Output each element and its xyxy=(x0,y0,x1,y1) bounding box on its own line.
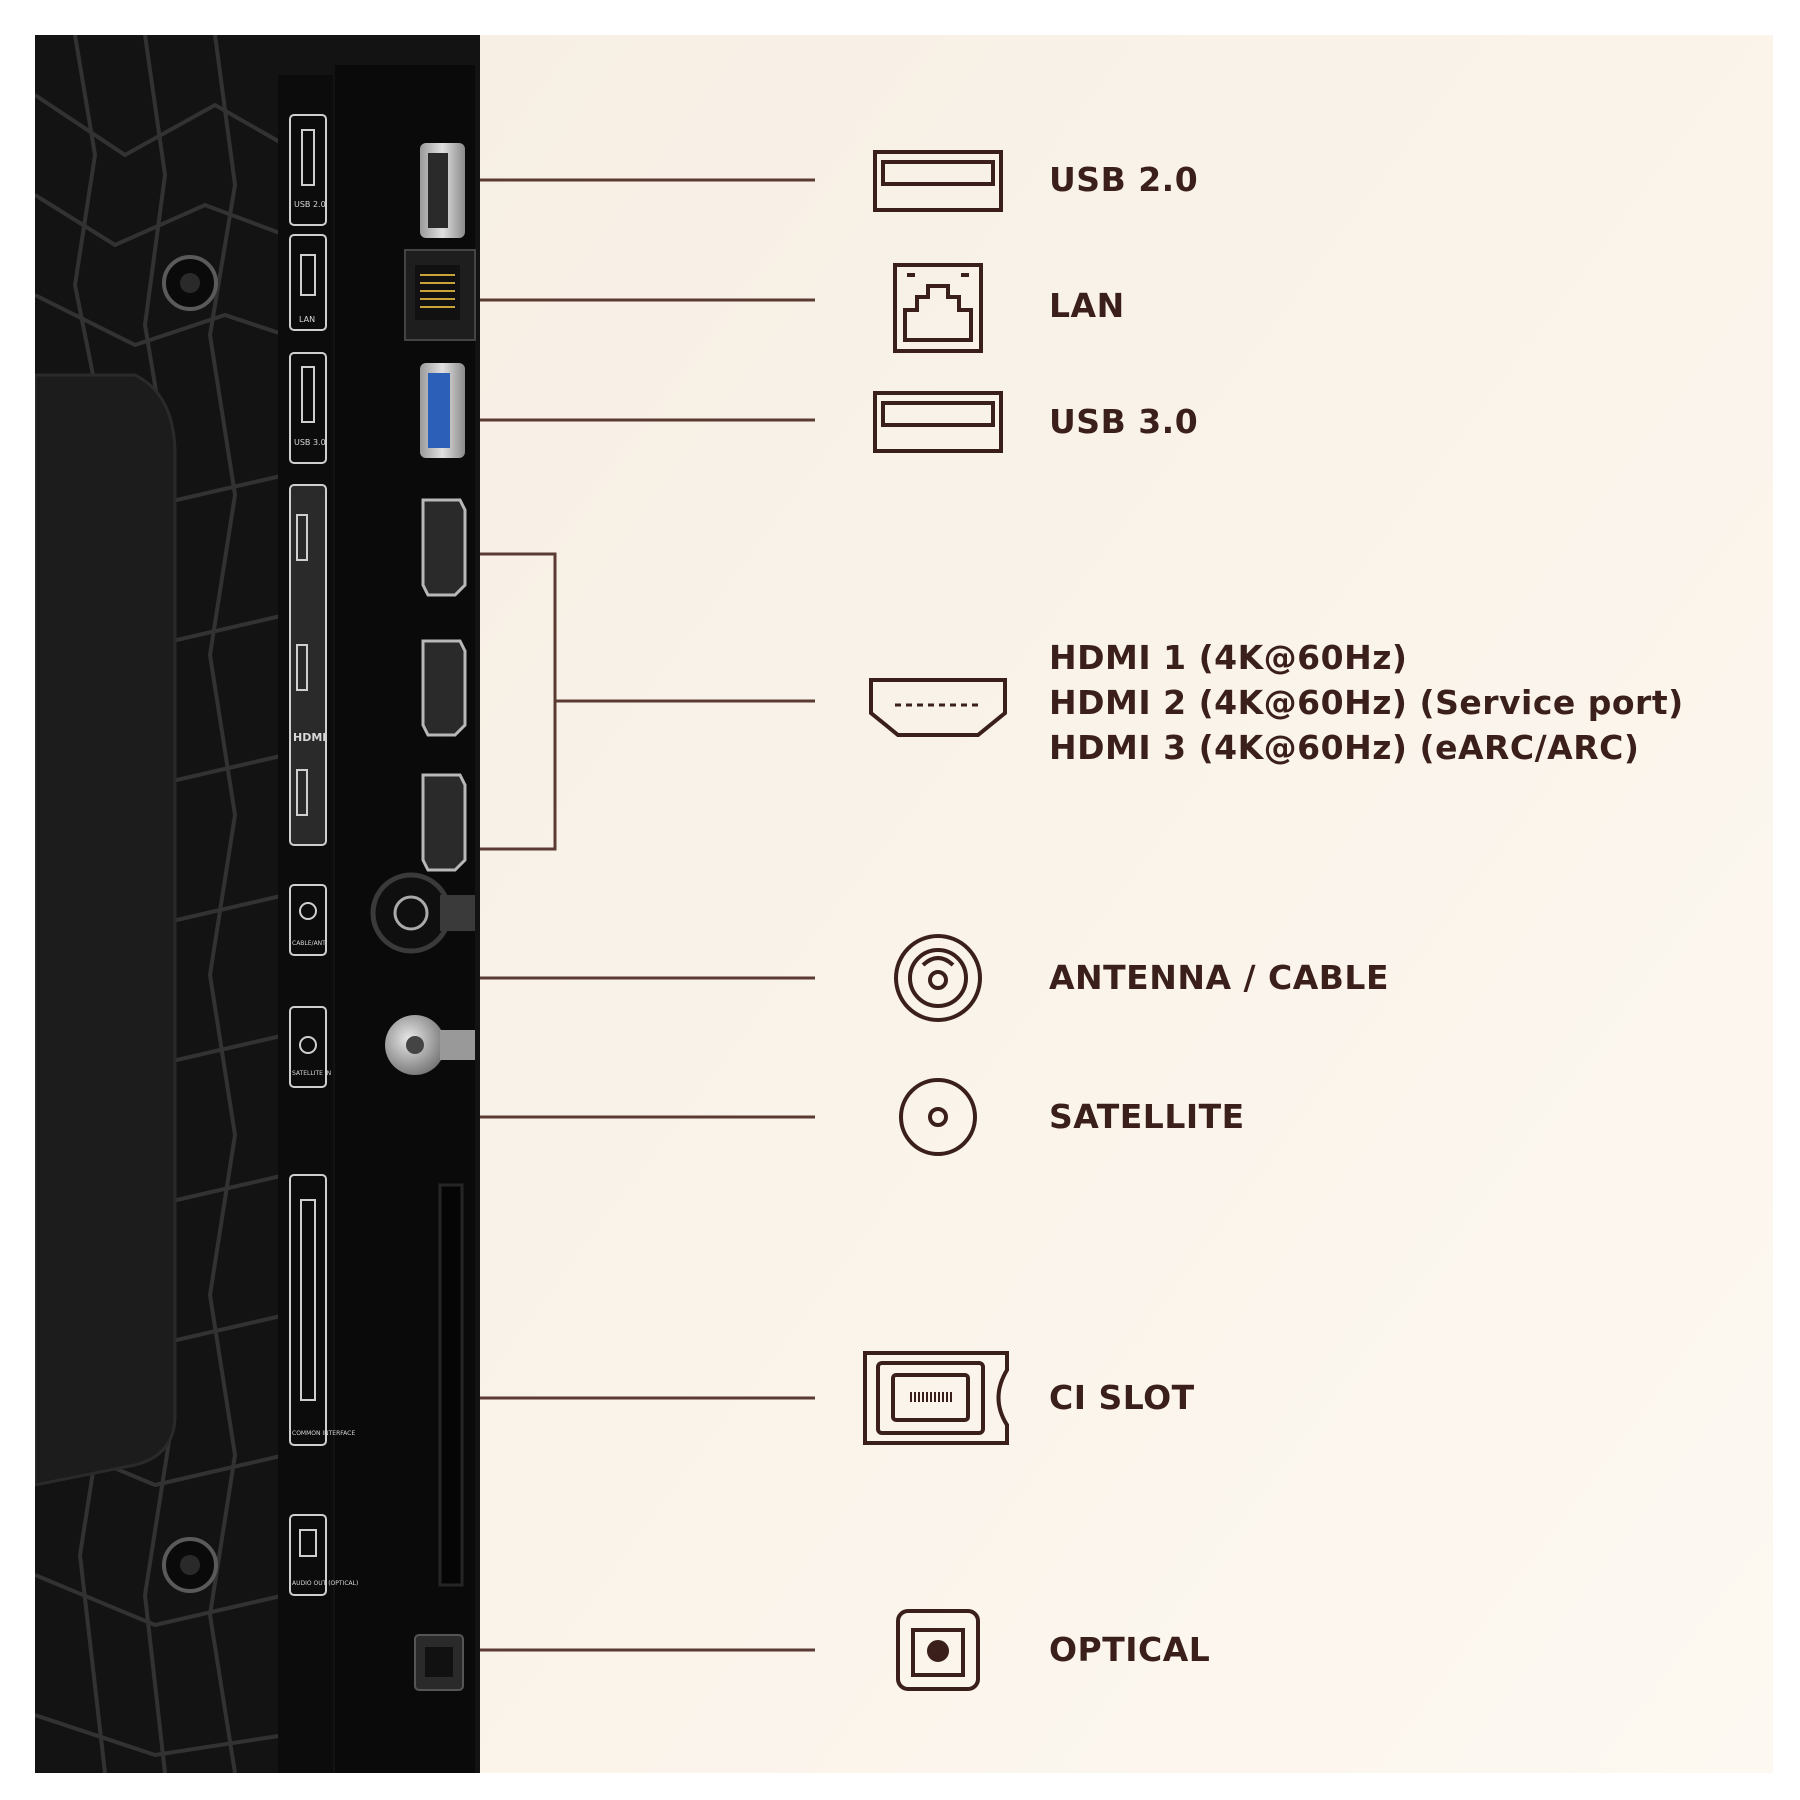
tv-back-panel: USB 2.0 LAN USB 3.0 HDMI CABLE/ANT SATEL… xyxy=(35,35,480,1773)
tv-label-satellite: SATELLITE IN xyxy=(292,1070,331,1077)
usb-icon xyxy=(873,150,1003,212)
connectivity-diagram: USB 2.0 LAN USB 3.0 HDMI CABLE/ANT SATEL… xyxy=(35,35,1773,1773)
diagram-canvas: USB 2.0 LAN USB 3.0 HDMI CABLE/ANT SATEL… xyxy=(35,35,1773,1773)
usb-icon xyxy=(873,391,1003,453)
label-optical: OPTICAL xyxy=(1049,1630,1211,1669)
label-usb2: USB 2.0 xyxy=(1049,160,1199,199)
tv-label-hdmi: HDMI xyxy=(293,731,326,744)
label-satellite: SATELLITE xyxy=(1049,1097,1245,1136)
tv-label-cable: CABLE/ANT xyxy=(292,940,326,947)
info-panel xyxy=(475,35,1773,1773)
tv-label-usb2: USB 2.0 xyxy=(294,200,326,209)
label-hdmi-1: HDMI 1 (4K@60Hz) xyxy=(1049,638,1408,677)
label-lan: LAN xyxy=(1049,286,1125,325)
label-hdmi-2: HDMI 2 (4K@60Hz) (Service port) xyxy=(1049,683,1684,722)
ci-slot-icon xyxy=(863,1351,1009,1445)
tv-label-optical: AUDIO OUT (OPTICAL) xyxy=(292,1580,358,1587)
satellite-icon xyxy=(899,1078,977,1156)
antenna-icon xyxy=(894,934,982,1022)
label-ci-slot: CI SLOT xyxy=(1049,1378,1195,1417)
tv-label-usb3: USB 3.0 xyxy=(294,438,326,447)
label-antenna: ANTENNA / CABLE xyxy=(1049,958,1389,997)
label-usb3: USB 3.0 xyxy=(1049,402,1199,441)
label-hdmi-group: HDMI 1 (4K@60Hz) HDMI 2 (4K@60Hz) (Servi… xyxy=(1049,635,1684,770)
physical-ports xyxy=(370,143,476,1691)
label-hdmi-3: HDMI 3 (4K@60Hz) (eARC/ARC) xyxy=(1049,728,1640,767)
optical-icon xyxy=(896,1609,980,1691)
lan-icon xyxy=(893,263,983,353)
leader-lines xyxy=(480,178,815,1652)
hdmi-icon xyxy=(869,678,1007,737)
tv-label-lan: LAN xyxy=(299,315,315,324)
tv-label-ci: COMMON INTERFACE xyxy=(292,1430,355,1437)
